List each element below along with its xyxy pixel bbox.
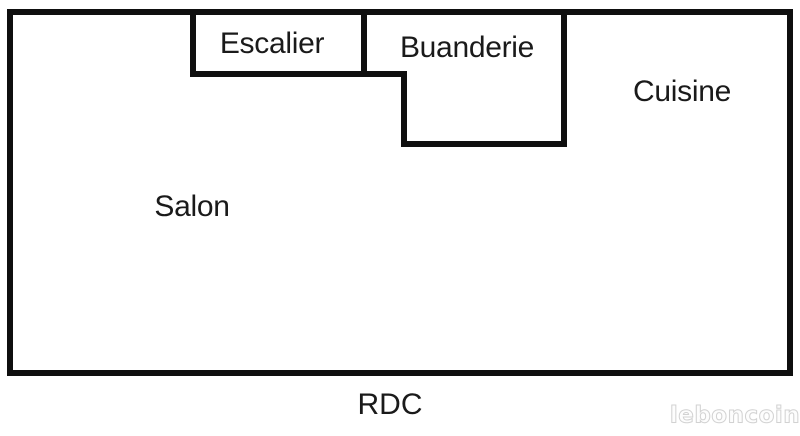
buanderie-right-wall: [561, 9, 567, 147]
escalier-buanderie-shared-wall: [361, 9, 367, 77]
room-label-buanderie: Buanderie: [399, 31, 535, 64]
escalier-left-wall: [190, 9, 196, 77]
exterior-wall: [7, 9, 793, 376]
buanderie-notch-wall: [401, 71, 407, 147]
room-label-escalier: Escalier: [219, 27, 325, 60]
room-label-cuisine: Cuisine: [633, 75, 731, 108]
buanderie-bottom-wall: [401, 141, 567, 147]
floor-title: RDC: [357, 388, 423, 421]
room-label-salon: Salon: [154, 190, 230, 223]
leboncoin-watermark: leboncoin: [669, 402, 800, 429]
escalier-bottom-wall: [190, 71, 407, 77]
